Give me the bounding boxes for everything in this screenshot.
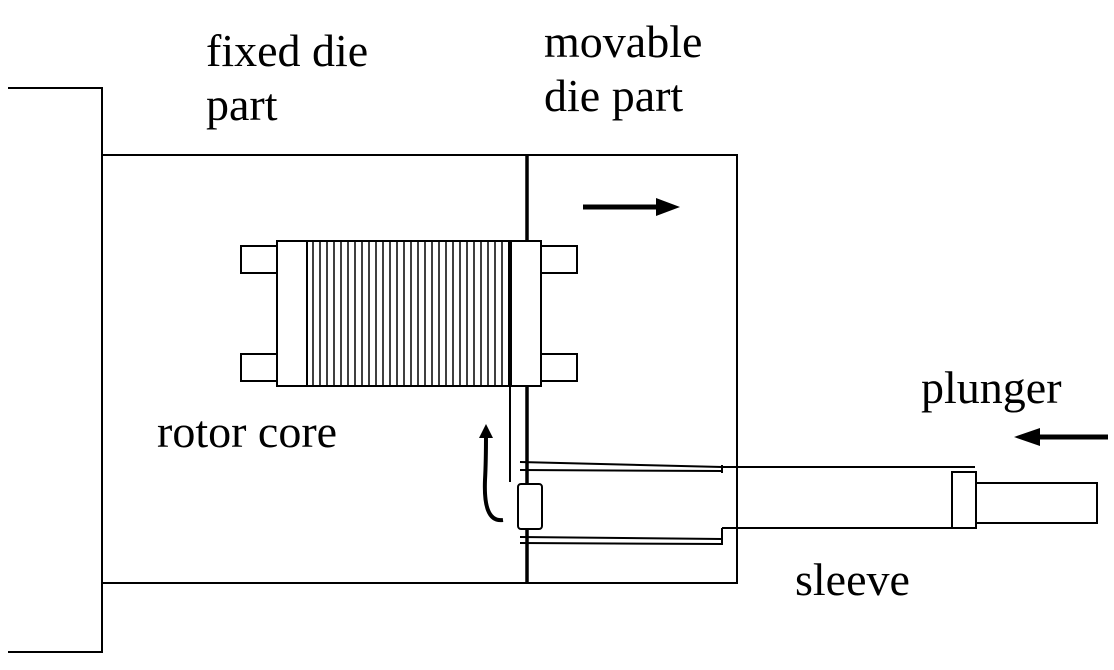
- machine-frame: [8, 87, 103, 653]
- rotor-laminations: [312, 241, 503, 386]
- plunger-arrow: [1014, 428, 1108, 446]
- flow-arrow: [479, 424, 504, 523]
- sleeve: [519, 461, 975, 545]
- plunger: [951, 471, 1098, 529]
- fixed-die-block: [101, 154, 528, 584]
- rotor-core-label: rotor core: [157, 406, 337, 457]
- fixed-die-label-line1: fixed die: [206, 25, 368, 76]
- gate-channel: [509, 386, 528, 482]
- biscuit: [517, 483, 543, 530]
- rotor-core: [240, 240, 578, 387]
- rotor-tab-top-right: [540, 245, 578, 274]
- rotor-tab-top-left: [240, 245, 278, 274]
- rotor-tab-bottom-left: [240, 353, 278, 382]
- movable-die-arrow: [583, 198, 680, 216]
- fixed-die-label-line2: part: [206, 79, 278, 130]
- rotor-tab-bottom-right: [540, 353, 578, 382]
- movable-die-label-line2: die part: [544, 70, 683, 121]
- rotor-end-ring-right: [509, 240, 542, 387]
- plunger-label: plunger: [921, 362, 1062, 413]
- rotor-end-ring-left: [276, 240, 308, 387]
- movable-die-label-line1: movable: [544, 16, 702, 67]
- sleeve-label: sleeve: [795, 554, 910, 605]
